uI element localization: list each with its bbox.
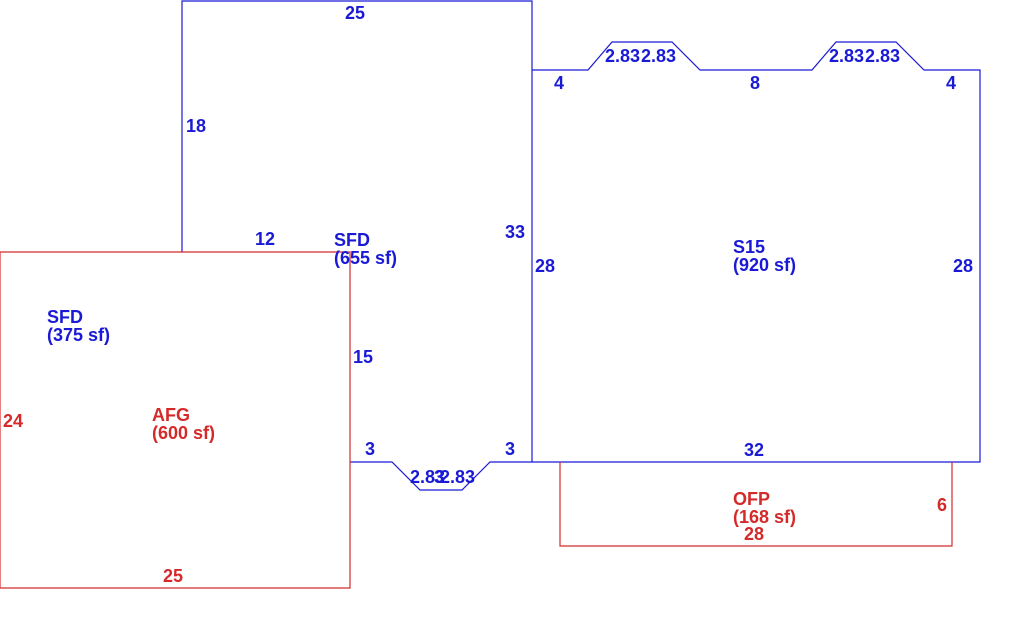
sfd-upper-outline (181, 0, 533, 491)
dim-s15-top-left: 4 (554, 73, 564, 93)
ofp-code: OFP (733, 489, 770, 509)
dim-afg-left: 24 (3, 411, 23, 431)
s15-code: S15 (733, 237, 765, 257)
dim-sfd-bay-a: 2.83 (410, 467, 445, 487)
dim-afg-bottom: 25 (163, 566, 183, 586)
dim-s15-left: 28 (535, 256, 555, 276)
s15-area: (920 sf) (733, 255, 796, 275)
dim-ofp-right: 6 (937, 495, 947, 515)
dim-s15-bay2-b: 2.83 (865, 46, 900, 66)
dim-ofp-bottom: 28 (744, 524, 764, 544)
sfd-upper-area: (655 sf) (334, 248, 397, 268)
dim-sfd-lower-left: 15 (353, 347, 373, 367)
dim-sfd-left: 18 (186, 116, 206, 136)
s15-outline (532, 41, 981, 463)
dim-sfd-bay-left: 3 (365, 439, 375, 459)
dim-s15-top-right: 4 (946, 73, 956, 93)
afg-code: AFG (152, 405, 190, 425)
ofp-outline (559, 462, 953, 547)
dim-s15-bay1-a: 2.83 (605, 46, 640, 66)
dim-s15-top-mid: 8 (750, 73, 760, 93)
dim-s15-bottom: 32 (744, 440, 764, 460)
dim-sfd-bay-c: 2.83 (440, 467, 475, 487)
afg-outline (0, 251, 351, 589)
dim-s15-bay1-b: 2.83 (641, 46, 676, 66)
sfd-upper-code: SFD (334, 230, 370, 250)
dim-s15-bay2-a: 2.83 (829, 46, 864, 66)
dim-sfd-step: 12 (255, 229, 275, 249)
dim-sfd-bay-right: 3 (505, 439, 515, 459)
sfd-lower-code: SFD (47, 307, 83, 327)
dim-sfd-right: 33 (505, 222, 525, 242)
sfd-lower-area: (375 sf) (47, 325, 110, 345)
dim-sfd-bay-b: 3 (434, 467, 444, 487)
ofp-area: (168 sf) (733, 507, 796, 527)
afg-area: (600 sf) (152, 423, 215, 443)
dim-s15-right: 28 (953, 256, 973, 276)
dim-sfd-top: 25 (345, 3, 365, 23)
